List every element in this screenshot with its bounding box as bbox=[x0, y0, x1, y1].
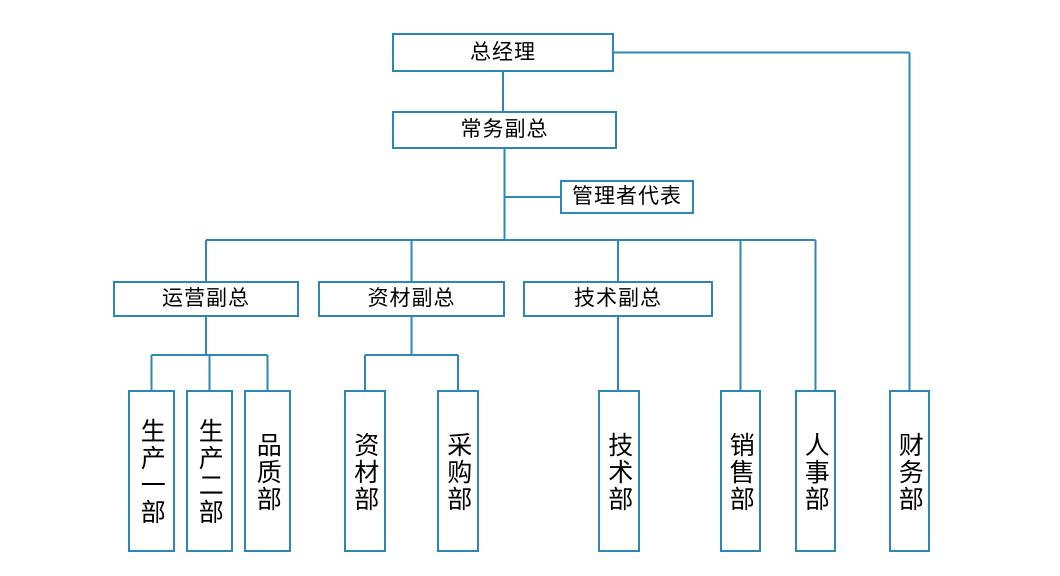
org-node-label: 运营副总 bbox=[162, 286, 250, 311]
org-node-tech[interactable]: 技术部 bbox=[598, 390, 640, 552]
org-node-prod1[interactable]: 生产一部 bbox=[128, 390, 175, 552]
org-node-label: 财务部 bbox=[895, 431, 925, 513]
org-node-label: 常务副总 bbox=[460, 117, 549, 142]
org-node-mgmt_rep[interactable]: 管理者代表 bbox=[560, 180, 694, 214]
org-node-quality[interactable]: 品质部 bbox=[244, 390, 291, 552]
org-node-label: 采购部 bbox=[443, 431, 473, 513]
org-node-label: 生产二部 bbox=[195, 418, 225, 526]
org-node-label: 销售部 bbox=[726, 431, 756, 513]
org-node-gm[interactable]: 总经理 bbox=[392, 33, 614, 72]
org-node-vp_tech[interactable]: 技术副总 bbox=[523, 281, 713, 317]
org-node-label: 技术部 bbox=[604, 431, 634, 513]
org-node-sales[interactable]: 销售部 bbox=[720, 390, 761, 552]
org-node-prod2[interactable]: 生产二部 bbox=[186, 390, 233, 552]
org-node-label: 人事部 bbox=[801, 431, 831, 513]
org-node-label: 管理者代表 bbox=[572, 184, 682, 209]
org-node-purchase[interactable]: 采购部 bbox=[437, 390, 479, 552]
org-node-label: 技术副总 bbox=[574, 286, 662, 311]
org-node-label: 资材副总 bbox=[367, 286, 456, 311]
org-node-vp_mat[interactable]: 资材副总 bbox=[318, 281, 505, 317]
org-node-vp_ops[interactable]: 运营副总 bbox=[113, 281, 299, 317]
org-node-material[interactable]: 资材部 bbox=[344, 390, 386, 552]
org-node-evp[interactable]: 常务副总 bbox=[392, 111, 617, 149]
org-node-hr[interactable]: 人事部 bbox=[795, 390, 836, 552]
org-node-label: 生产一部 bbox=[137, 418, 167, 526]
org-node-finance[interactable]: 财务部 bbox=[889, 390, 930, 552]
org-node-label: 资材部 bbox=[350, 431, 380, 513]
org-node-label: 品质部 bbox=[253, 431, 283, 513]
org-node-label: 总经理 bbox=[470, 39, 536, 64]
